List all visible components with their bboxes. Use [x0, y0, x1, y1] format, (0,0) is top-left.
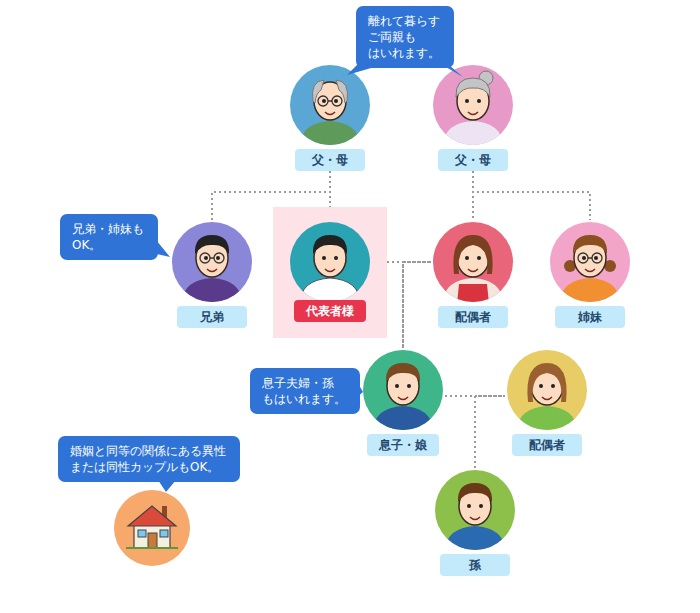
member-label: 配偶者 [438, 306, 508, 328]
family-member: 孫 [433, 468, 517, 576]
member-label: 息子・娘 [367, 434, 439, 456]
family-member: 兄弟 [170, 220, 254, 328]
callout-tails [148, 60, 463, 492]
house-icon [114, 490, 190, 566]
member-label: 姉妹 [555, 306, 625, 328]
callout-bubble: 息子夫婦・孫 もはいれます。 [250, 368, 360, 414]
member-label: 孫 [440, 554, 510, 576]
callout-text: 兄弟・姉妹も OK。 [72, 222, 144, 252]
member-label: 兄弟 [177, 306, 247, 328]
family-member: 配偶者 [505, 348, 589, 456]
family-member: 代表者様 [273, 207, 387, 338]
family-member: 父・母 [288, 63, 372, 171]
brother-avatar [172, 222, 252, 304]
member-label: 代表者様 [294, 300, 366, 322]
family-link [475, 396, 505, 468]
family-link [329, 171, 331, 207]
member-label: 配偶者 [512, 434, 582, 456]
callout-text: 婚姻と同等の関係にある異性 または同性カップルもOK。 [70, 444, 226, 474]
callout-bubble: 兄弟・姉妹も OK。 [60, 214, 158, 260]
family-member: 息子・娘 [361, 348, 445, 456]
callout-text: 離れて暮らす ご両親も はいれます。 [368, 14, 440, 60]
callout-text: 息子夫婦・孫 もはいれます。 [262, 376, 346, 406]
family-link [473, 171, 590, 220]
callout-bubble: 婚姻と同等の関係にある異性 または同性カップルもOK。 [58, 436, 240, 482]
family-member: 姉妹 [548, 220, 632, 328]
family-member: 配偶者 [431, 220, 515, 328]
family-member: 父・母 [431, 63, 515, 171]
sister-avatar [550, 222, 630, 304]
family-link [472, 171, 474, 220]
family-link [445, 396, 475, 468]
callout-bubble: 離れて暮らす ご両親も はいれます。 [356, 6, 454, 68]
family-link [403, 262, 431, 348]
grandfather-avatar [290, 65, 370, 147]
member-label: 父・母 [438, 149, 508, 171]
child-avatar [363, 350, 443, 432]
grandmother-avatar [433, 65, 513, 147]
highlight-panel [273, 207, 387, 338]
child-spouse-avatar [507, 350, 587, 432]
representative-avatar [290, 222, 370, 304]
grandchild-avatar [435, 470, 515, 552]
member-label: 父・母 [295, 149, 365, 171]
family-link [212, 171, 330, 220]
family-link [387, 262, 403, 348]
spouse-avatar [433, 222, 513, 304]
